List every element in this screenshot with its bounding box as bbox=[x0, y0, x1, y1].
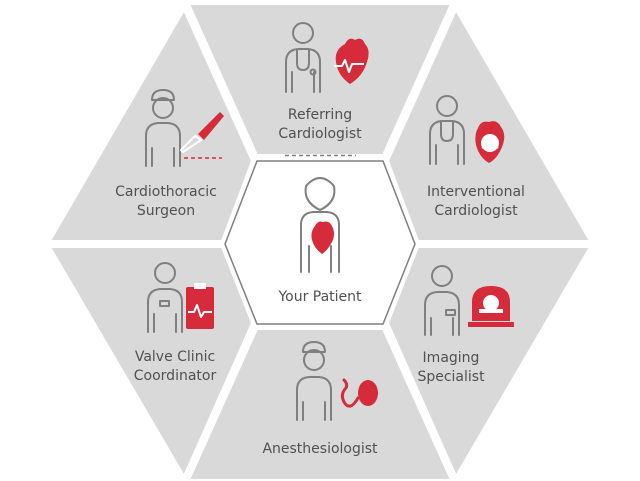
label-referring-cardiologist: Referring Cardiologist bbox=[278, 107, 362, 142]
breathing-bag-icon bbox=[340, 378, 378, 408]
patient-with-heart-icon bbox=[300, 177, 340, 273]
doctor-icon bbox=[429, 95, 465, 165]
label-cardiothoracic-surgeon: Cardiothoracic Surgeon bbox=[115, 184, 217, 219]
doctor-badge-icon bbox=[424, 265, 460, 336]
label-your-patient: Your Patient bbox=[278, 289, 362, 305]
mri-scanner-icon bbox=[468, 286, 514, 327]
heart-valve-icon bbox=[475, 121, 505, 163]
coordinator-icon bbox=[147, 262, 183, 333]
clipboard-icon bbox=[186, 283, 214, 329]
label-imaging-specialist: Imaging Specialist bbox=[417, 350, 485, 385]
label-anesthesiologist: Anesthesiologist bbox=[262, 441, 378, 457]
heart-ecg-icon bbox=[334, 38, 369, 84]
label-valve-clinic-coordinator: Valve Clinic Coordinator bbox=[133, 349, 217, 384]
patient-heart-icon bbox=[311, 221, 334, 254]
scalpel-icon bbox=[180, 112, 224, 159]
doctor-cap-icon bbox=[296, 341, 332, 421]
doctor-with-heart-monitor-icon bbox=[285, 22, 321, 93]
surgeon-icon bbox=[145, 89, 181, 167]
segment-imaging-specialist bbox=[386, 246, 592, 479]
label-interventional-cardiologist: Interventional Cardiologist bbox=[427, 184, 525, 219]
segment-anesthesiologist bbox=[187, 328, 453, 481]
